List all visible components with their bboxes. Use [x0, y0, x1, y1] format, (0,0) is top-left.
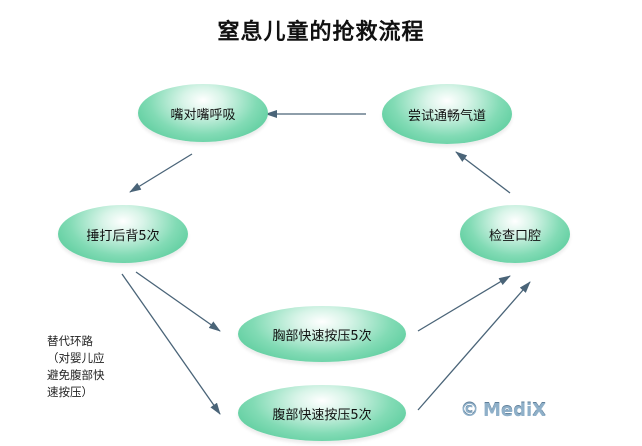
medix-watermark: © MediX — [460, 399, 546, 421]
arrow-mouthcheck-to-airway — [455, 151, 511, 194]
note-line: 替代环路 — [47, 334, 93, 348]
alternative-route-note: 替代环路 （对婴儿应 避免腹部快 速按压） — [47, 333, 123, 401]
arrow-abdominal-to-mouthcheck — [417, 281, 531, 411]
note-line: 速按压） — [47, 385, 93, 399]
note-line: （对婴儿应 — [47, 351, 105, 365]
copyright-icon: © — [460, 399, 479, 421]
arrow-chest-to-mouthcheck — [417, 275, 511, 332]
node-check-mouth: 检查口腔 — [460, 205, 570, 263]
diagram-title: 窒息儿童的抢救流程 — [217, 20, 425, 45]
node-open-airway: 尝试通畅气道 — [382, 84, 512, 144]
node-mouth-to-mouth-breathing: 嘴对嘴呼吸 — [138, 84, 268, 142]
arrow-backblows-to-chest — [135, 271, 221, 332]
node-back-blows: 捶打后背5次 — [58, 205, 188, 263]
node-chest-thrusts: 胸部快速按压5次 — [238, 306, 406, 362]
arrow-backblows-to-abdominal — [121, 273, 221, 415]
arrow-breathing-to-backblows — [129, 153, 193, 193]
note-line: 避免腹部快 — [47, 368, 105, 382]
watermark-text: MediX — [483, 399, 547, 421]
node-abdominal-thrusts: 腹部快速按压5次 — [238, 385, 406, 441]
